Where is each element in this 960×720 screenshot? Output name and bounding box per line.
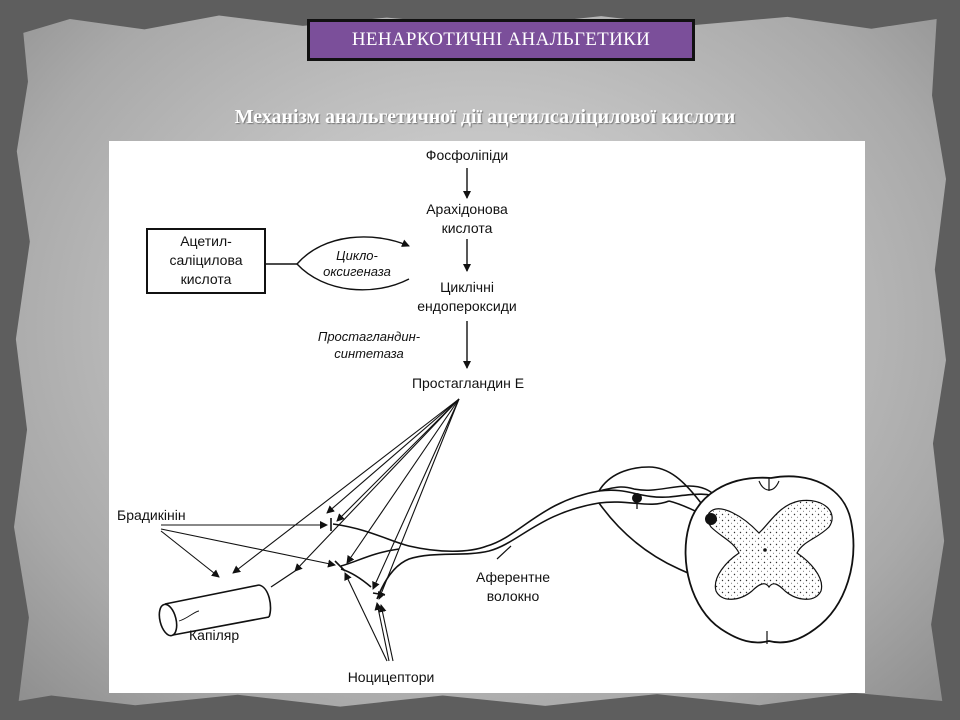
slide-subtitle: Механізм анальгетичної дії ацетилсаліцил… [234, 106, 736, 128]
nociceptor-arrows [344, 572, 394, 662]
label-enzyme-pgs-1: Простагландин- [317, 329, 421, 344]
label-endoperox-1: Циклічні [440, 279, 494, 295]
dorsal-horn-neuron [705, 513, 717, 525]
drug-box [146, 228, 266, 294]
label-prostaglandin-e: Простагландин Е [411, 375, 525, 391]
mechanism-diagram: Фосфоліпіди Арахідонова кислота Ацетил- … [109, 141, 865, 693]
title-box: НЕНАРКОТИЧНІ АНАЛЬГЕТИКИ [307, 19, 695, 61]
afferent-pointer [496, 545, 512, 560]
label-drug-1: Ацетил- [180, 233, 232, 249]
nociceptor-ending [334, 560, 346, 572]
label-endoperox-2: ендопероксиди [417, 298, 517, 314]
capillary-tube [158, 584, 272, 637]
nociceptor-ending [372, 592, 386, 596]
label-phospholipids: Фосфоліпіди [425, 147, 509, 163]
label-afferent-2: волокно [486, 588, 540, 604]
dorsal-root-ganglion [598, 485, 722, 500]
label-drug-2: саліцилова [169, 252, 243, 268]
cyclooxygenase-lens-lower [296, 263, 410, 291]
label-drug-3: кислота [180, 271, 232, 287]
central-canal [763, 548, 767, 552]
diagram-drawing [158, 168, 855, 662]
label-enzyme-pgs-2: синтетаза [334, 346, 404, 361]
label-nociceptors: Ноцицептори [347, 669, 435, 685]
slide-title: НЕНАРКОТИЧНІ АНАЛЬГЕТИКИ [351, 29, 651, 50]
label-enzyme-cox-1: Цикло- [336, 248, 378, 263]
label-enzyme-cox-2: оксигеназа [323, 264, 391, 279]
label-capillary: Капіляр [189, 627, 240, 643]
grey-matter [707, 499, 833, 600]
capillary-outflow [270, 570, 296, 588]
pge-arrows [232, 398, 460, 600]
label-bradykinin: Брадикінін [117, 507, 186, 523]
cyclooxygenase-lens [296, 236, 410, 265]
bradykinin-arrows [160, 521, 336, 578]
label-afferent-1: Аферентне [475, 569, 551, 585]
label-arachidonic-2: кислота [441, 220, 493, 236]
label-arachidonic-1: Арахідонова [426, 201, 508, 217]
